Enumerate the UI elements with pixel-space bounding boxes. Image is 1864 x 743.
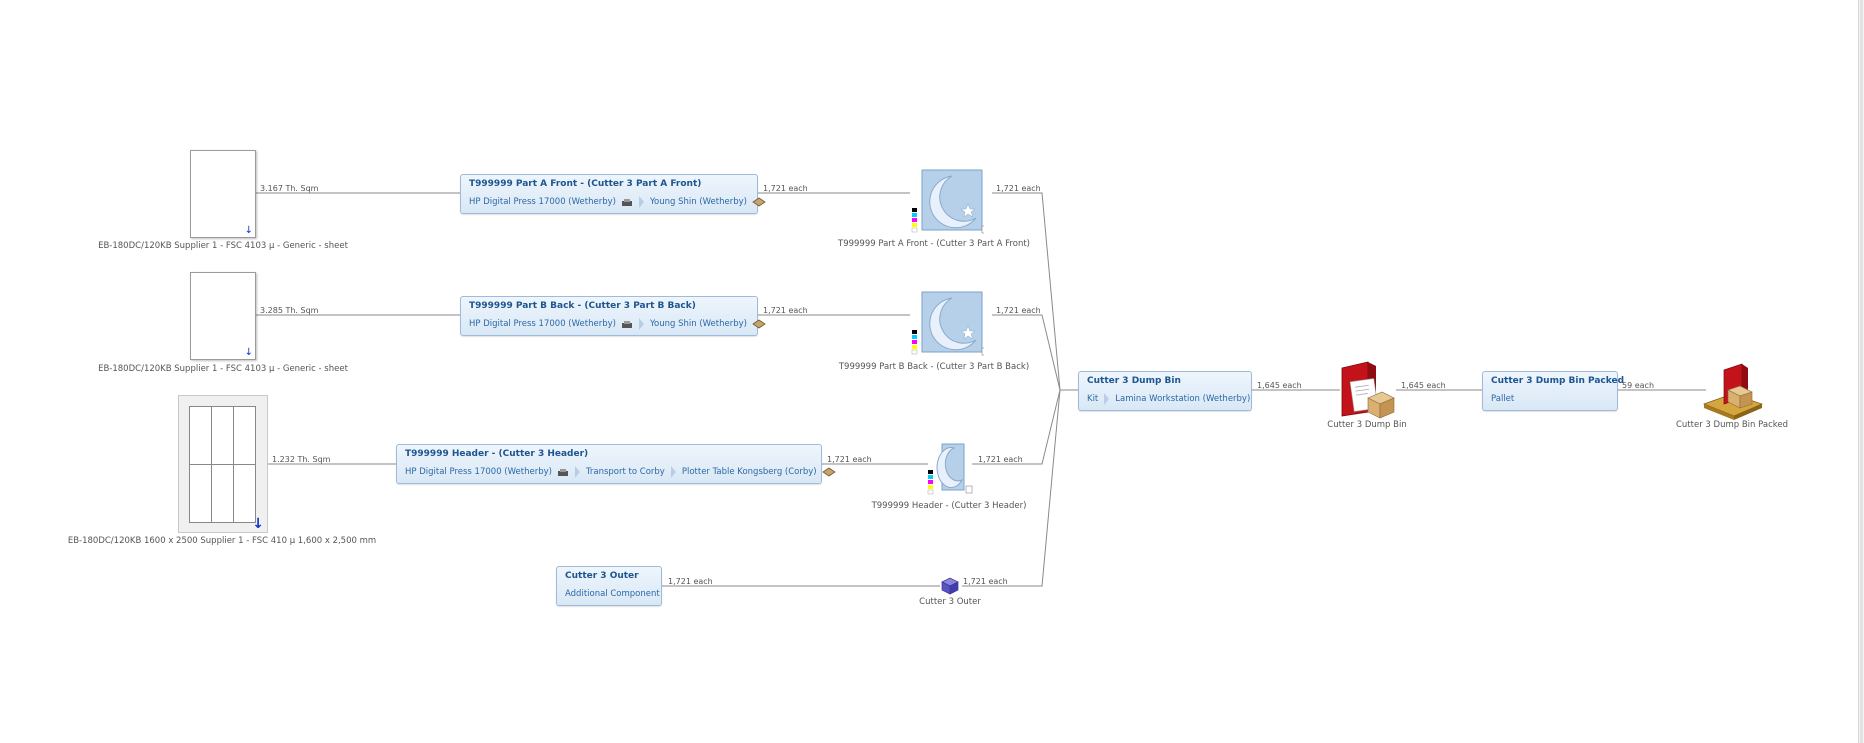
printed-part-icon[interactable] xyxy=(926,440,976,498)
material-sheet-3[interactable]: ↓ xyxy=(178,395,268,533)
cutter-icon xyxy=(752,319,766,329)
material-label: EB-180DC/120KB Supplier 1 - FSC 4103 µ -… xyxy=(98,241,348,251)
process-title: Cutter 3 Dump Bin Packed xyxy=(1491,376,1625,386)
process-output-qty: 59 each xyxy=(1622,381,1655,390)
material-label: EB-180DC/120KB Supplier 1 - FSC 4103 µ -… xyxy=(98,364,348,374)
cutter-icon xyxy=(752,197,766,207)
step-hp-digital-press[interactable]: HP Digital Press 17000 (Wetherby) xyxy=(469,319,633,329)
part-label: T999999 Part B Back - (Cutter 3 Part B B… xyxy=(838,362,1030,372)
process-outer[interactable]: Cutter 3 Outer Additional Component xyxy=(556,566,662,606)
process-output-qty: 1,721 each xyxy=(763,306,808,315)
material-qty: 3.167 Th. Sqm xyxy=(260,184,319,193)
process-output-qty: 1,645 each xyxy=(1257,381,1302,390)
material-sheet-1[interactable]: ↓ xyxy=(190,150,256,238)
step-kit[interactable]: Kit xyxy=(1087,394,1099,404)
part-qty: 1,721 each xyxy=(978,455,1023,464)
process-output-qty: 1,721 each xyxy=(763,184,808,193)
cutter-icon xyxy=(821,467,836,477)
part-qty: 1,721 each xyxy=(996,306,1041,315)
down-arrow-icon: ↓ xyxy=(252,516,264,532)
part-qty: 1,721 each xyxy=(996,184,1041,193)
product-label: Cutter 3 Dump Bin xyxy=(1327,420,1407,430)
step-pallet[interactable]: Pallet xyxy=(1491,394,1515,404)
step-additional-component[interactable]: Additional Component xyxy=(565,589,660,599)
step-hp-digital-press[interactable]: HP Digital Press 17000 (Wetherby) xyxy=(405,467,569,477)
product-qty: 1,645 each xyxy=(1401,381,1446,390)
dump-bin-product-icon[interactable] xyxy=(1338,360,1398,420)
printed-part-icon[interactable] xyxy=(906,164,984,236)
material-label: EB-180DC/120KB 1600 x 2500 Supplier 1 - … xyxy=(67,536,377,546)
step-transport-to-corby[interactable]: Transport to Corby xyxy=(585,467,665,477)
palletised-product-icon[interactable] xyxy=(1702,362,1764,420)
material-qty: 3.285 Th. Sqm xyxy=(260,306,319,315)
printed-part-icon[interactable] xyxy=(906,286,984,358)
printer-icon xyxy=(621,320,632,328)
process-output-qty: 1,721 each xyxy=(668,577,713,586)
material-sheet-2[interactable]: ↓ xyxy=(190,272,256,360)
scrollbar-thumb[interactable] xyxy=(1860,0,1863,743)
part-label: T999999 Part A Front - (Cutter 3 Part A … xyxy=(838,239,1030,249)
process-part-a-front[interactable]: T999999 Part A Front - (Cutter 3 Part A … xyxy=(460,174,766,214)
vertical-scrollbar[interactable] xyxy=(1858,0,1864,743)
printer-icon xyxy=(557,468,568,476)
box-component-icon[interactable] xyxy=(940,576,960,596)
sheet-layout-grid xyxy=(189,406,256,523)
part-qty: 1,721 each xyxy=(963,577,1008,586)
process-title: Cutter 3 Outer xyxy=(565,571,639,581)
part-label: T999999 Header - (Cutter 3 Header) xyxy=(871,501,1027,511)
process-title: T999999 Part A Front - (Cutter 3 Part A … xyxy=(469,179,702,189)
part-label: Cutter 3 Outer xyxy=(919,597,981,607)
process-dump-bin-packed[interactable]: Cutter 3 Dump Bin Packed Pallet xyxy=(1482,371,1624,411)
step-young-shin[interactable]: Young Shin (Wetherby) xyxy=(650,319,766,329)
process-header[interactable]: T999999 Header - (Cutter 3 Header) HP Di… xyxy=(396,444,836,484)
material-qty: 1.232 Th. Sqm xyxy=(272,455,331,464)
down-arrow-icon: ↓ xyxy=(244,225,253,236)
printer-icon xyxy=(621,198,632,206)
process-title: T999999 Part B Back - (Cutter 3 Part B B… xyxy=(469,301,696,311)
process-dump-bin-assembly[interactable]: Cutter 3 Dump Bin Kit Lamina Workstation… xyxy=(1078,371,1252,411)
down-arrow-icon: ↓ xyxy=(244,347,253,358)
step-lamina-workstation[interactable]: Lamina Workstation (Wetherby) xyxy=(1115,394,1251,404)
step-plotter-table-kongsberg[interactable]: Plotter Table Kongsberg (Corby) xyxy=(682,467,836,477)
step-hp-digital-press[interactable]: HP Digital Press 17000 (Wetherby) xyxy=(469,197,633,207)
process-title: T999999 Header - (Cutter 3 Header) xyxy=(405,449,589,459)
process-part-b-back[interactable]: T999999 Part B Back - (Cutter 3 Part B B… xyxy=(460,296,766,336)
product-label: Cutter 3 Dump Bin Packed xyxy=(1676,420,1788,430)
step-young-shin[interactable]: Young Shin (Wetherby) xyxy=(650,197,766,207)
process-output-qty: 1,721 each xyxy=(827,455,872,464)
process-title: Cutter 3 Dump Bin xyxy=(1087,376,1181,386)
